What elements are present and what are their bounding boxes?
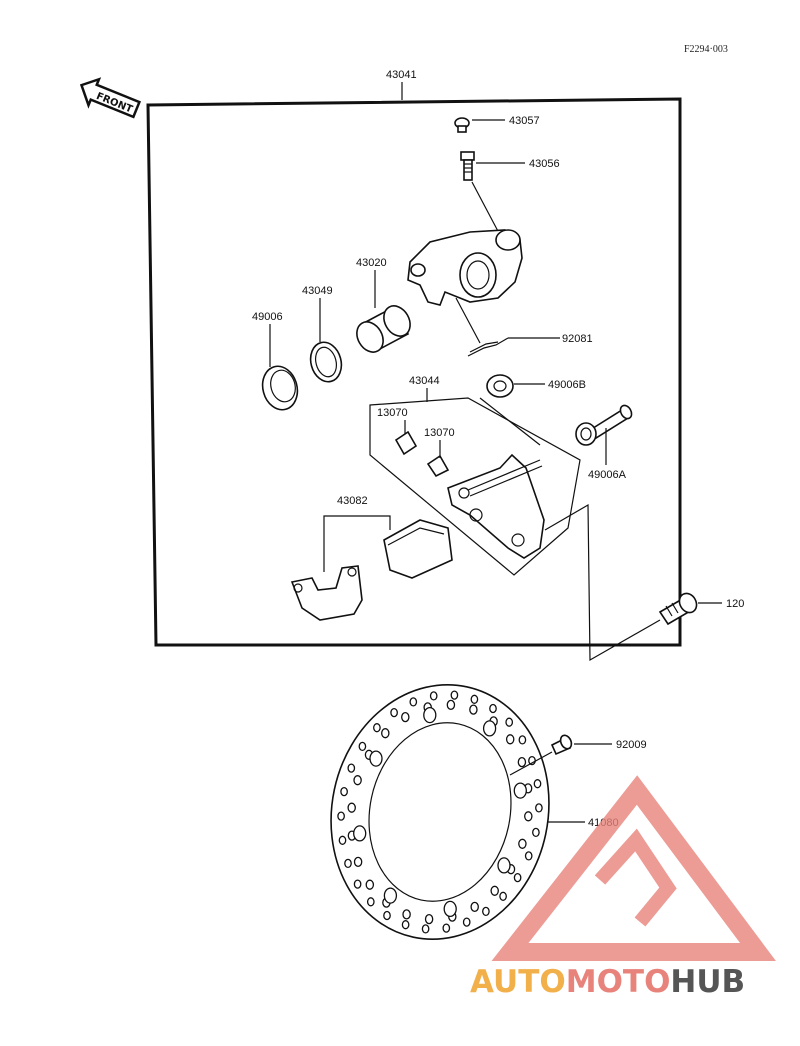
disc-hole bbox=[450, 690, 459, 700]
bleeder-cap-part bbox=[454, 117, 470, 133]
label-43082: 43082 bbox=[337, 495, 368, 507]
disc-hole bbox=[340, 786, 348, 797]
watermark-part3: HUB bbox=[670, 964, 745, 1000]
disc-hole bbox=[489, 703, 497, 714]
front-arrow-icon: FRONT bbox=[79, 77, 142, 119]
disc-hole bbox=[383, 910, 391, 921]
disc-hole bbox=[390, 707, 398, 718]
label-43049: 43049 bbox=[302, 285, 333, 297]
disc-hole bbox=[347, 802, 356, 813]
disc-hole bbox=[347, 763, 356, 773]
boot-49006b-part bbox=[486, 374, 514, 398]
disc-hole bbox=[344, 858, 352, 869]
label-43020: 43020 bbox=[356, 257, 387, 269]
slide-pin-part bbox=[575, 404, 633, 446]
disc-hole bbox=[366, 897, 375, 907]
disc-hole bbox=[429, 691, 438, 701]
label-43057: 43057 bbox=[509, 115, 540, 127]
disc-hole bbox=[462, 917, 471, 927]
label-13070b: 13070 bbox=[424, 427, 455, 439]
disc-hole bbox=[369, 750, 383, 767]
disc-hole bbox=[365, 879, 375, 890]
disc-hole bbox=[482, 906, 490, 917]
disc-hole bbox=[446, 699, 456, 711]
disc-hole bbox=[513, 872, 522, 883]
disc-hole bbox=[402, 909, 411, 920]
disc-hole bbox=[421, 924, 430, 934]
disc-hole bbox=[524, 851, 533, 861]
disc-hole bbox=[505, 717, 514, 727]
watermark-text: AUTOMOTOHUB bbox=[470, 964, 745, 1000]
dust-seal-part bbox=[261, 365, 299, 411]
disc-hole bbox=[469, 704, 478, 715]
disc-holes bbox=[337, 690, 543, 934]
disc-hole bbox=[518, 838, 527, 849]
pad-clip-a-part bbox=[394, 430, 418, 456]
disc-hole bbox=[524, 811, 533, 822]
label-43056: 43056 bbox=[529, 158, 560, 170]
disc-hole bbox=[532, 827, 540, 838]
brake-disc-part bbox=[330, 683, 550, 941]
brake-pad-front-part bbox=[383, 519, 453, 579]
label-49006b: 49006B bbox=[548, 379, 586, 391]
disc-hole bbox=[381, 728, 390, 739]
caliper-assembly-outline bbox=[146, 97, 682, 647]
watermark-part2: MOTO bbox=[566, 964, 671, 1000]
label-92009: 92009 bbox=[616, 739, 647, 751]
label-13070a: 13070 bbox=[377, 407, 408, 419]
disc-hole bbox=[497, 857, 511, 874]
caliper-body-part bbox=[407, 229, 523, 306]
bleeder-valve-part bbox=[460, 151, 475, 181]
disc-hole bbox=[517, 756, 527, 768]
disc-hole bbox=[353, 879, 362, 889]
disc-hole bbox=[443, 900, 457, 918]
disc-hole bbox=[423, 706, 437, 724]
disc-screw-part bbox=[550, 734, 573, 756]
disc-hole bbox=[353, 775, 362, 786]
piston-seal-part bbox=[309, 341, 343, 383]
disc-hole bbox=[337, 811, 345, 821]
figure-code: F2294·003 bbox=[684, 44, 728, 55]
disc-hole bbox=[518, 735, 527, 745]
caliper-holder-part bbox=[447, 453, 545, 559]
label-49006a: 49006A bbox=[588, 469, 627, 481]
label-43044: 43044 bbox=[409, 375, 440, 387]
disc-hole bbox=[353, 856, 363, 868]
disc-hole bbox=[505, 734, 515, 745]
label-43041: 43041 bbox=[386, 69, 417, 81]
piston-part bbox=[356, 305, 411, 353]
disc-hole bbox=[353, 825, 367, 842]
holder-assembly-outline bbox=[369, 397, 581, 576]
pad-clip-b-part bbox=[426, 454, 450, 478]
disc-hole bbox=[482, 720, 497, 737]
disc-hole bbox=[490, 885, 499, 896]
brake-pad-rear-part bbox=[290, 565, 363, 621]
disc-hole bbox=[373, 723, 381, 733]
disc-hole bbox=[401, 920, 410, 930]
disc-hole bbox=[424, 913, 434, 925]
disc-hole bbox=[513, 782, 527, 799]
disc-hole bbox=[358, 741, 367, 752]
disc-hole bbox=[535, 803, 543, 813]
label-120: 120 bbox=[726, 598, 744, 610]
disc-hole bbox=[383, 887, 398, 904]
disc-hole bbox=[401, 711, 410, 723]
watermark-logo-icon bbox=[491, 775, 776, 961]
label-49006: 49006 bbox=[252, 311, 283, 323]
disc-hole bbox=[442, 923, 451, 933]
disc-hole bbox=[409, 697, 418, 707]
disc-hole bbox=[338, 835, 347, 845]
disc-hole bbox=[470, 694, 479, 704]
caliper-bolt-part bbox=[658, 592, 698, 626]
watermark-part1: AUTO bbox=[470, 964, 566, 1000]
disc-hole bbox=[499, 891, 507, 901]
pad-spring-part bbox=[467, 337, 509, 357]
label-92081: 92081 bbox=[562, 333, 593, 345]
disc-hole bbox=[533, 779, 542, 789]
disc-hole bbox=[470, 901, 479, 913]
